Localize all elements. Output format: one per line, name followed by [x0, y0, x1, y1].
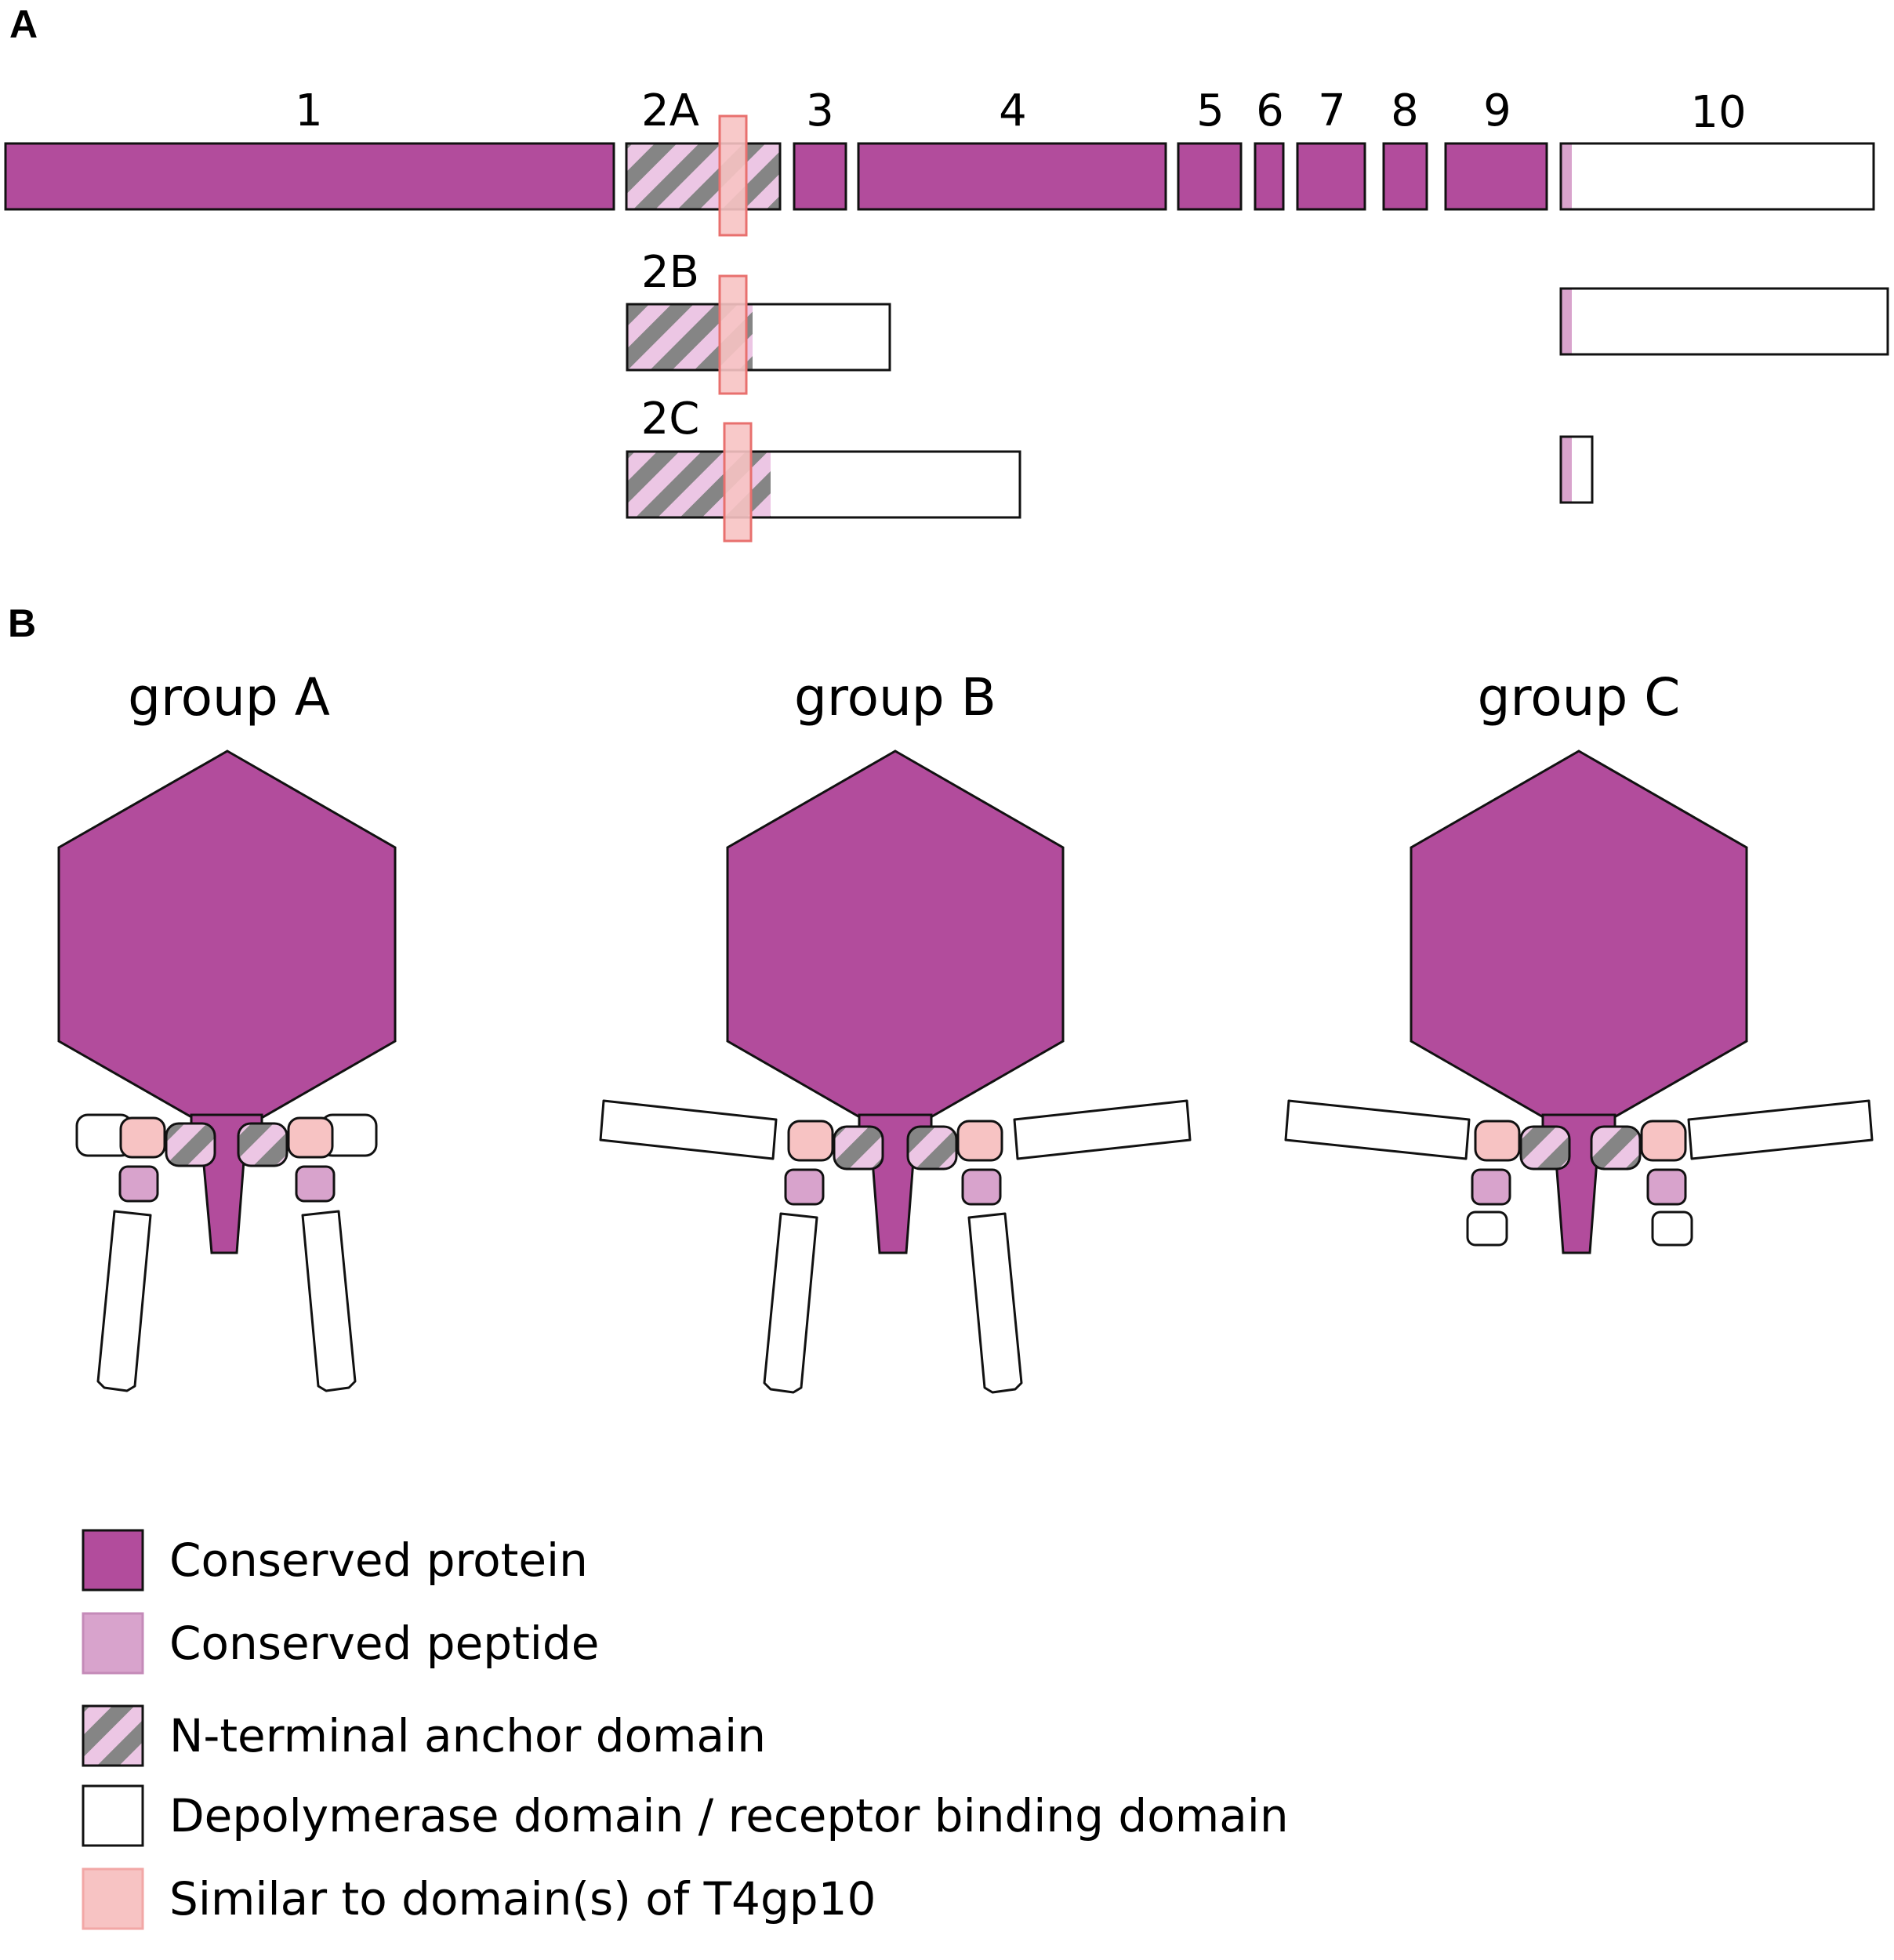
- group-c-left-t4gp10: [1474, 1120, 1521, 1162]
- gene-5-box: [1177, 142, 1243, 211]
- gene-10c-box: [1559, 435, 1594, 504]
- gene-3-label: 3: [806, 85, 834, 136]
- legend-anchor-swatch: [82, 1704, 144, 1767]
- gene-10-peptide: [1561, 143, 1572, 209]
- group-a-title: group A: [128, 667, 330, 728]
- group-b-left-fiber: [763, 1212, 818, 1394]
- gene-7-box: [1296, 142, 1366, 211]
- group-a-right-anchor: [237, 1122, 288, 1167]
- gene-2b-t4gp10-region: [718, 274, 748, 395]
- gene-4-box: [857, 142, 1167, 211]
- group-c-title: group C: [1478, 667, 1681, 728]
- legend-anchor-label: N-terminal anchor domain: [169, 1709, 766, 1762]
- gene-4-label: 4: [999, 85, 1027, 136]
- group-a-left-fiber: [96, 1210, 152, 1392]
- gene-2a-t4gp10-region: [718, 114, 748, 237]
- group-b-right-anchor: [906, 1125, 958, 1171]
- group-a-left-peptide: [118, 1165, 159, 1203]
- group-c-right-t4gp10: [1640, 1120, 1687, 1162]
- gene-2a-box: [626, 143, 780, 209]
- gene-1-label: 1: [295, 85, 323, 136]
- group-b-capsid: [726, 750, 1065, 1139]
- gene-8-box: [1382, 142, 1428, 211]
- group-b-phage: [599, 750, 1192, 1394]
- group-c-capsid: [1410, 750, 1748, 1139]
- group-b-left-anchor: [833, 1125, 884, 1171]
- gene-10b-box: [1559, 287, 1889, 356]
- gene-6-label: 6: [1256, 85, 1284, 136]
- group-b-left-t4gp10: [787, 1120, 834, 1162]
- group-b-left-rbd: [599, 1099, 778, 1160]
- legend-conserved-peptide-label: Conserved peptide: [169, 1617, 599, 1670]
- group-b-right-peptide: [961, 1168, 1002, 1206]
- gene-10-box: [1559, 142, 1875, 211]
- legend-conserved-peptide-swatch: [82, 1612, 144, 1675]
- group-a-left-anchor: [165, 1122, 216, 1167]
- legend-conserved-protein-swatch: [82, 1529, 144, 1592]
- group-c-right-rbd: [1687, 1099, 1874, 1160]
- panel-b-label: B: [8, 601, 36, 645]
- group-b-right-fiber: [967, 1212, 1023, 1394]
- group-c-right-anchor: [1590, 1125, 1642, 1171]
- group-c-left-anchor: [1519, 1125, 1571, 1171]
- group-c-left-rbd: [1284, 1099, 1471, 1160]
- panel-a-label: A: [9, 2, 38, 46]
- group-b-left-peptide: [784, 1168, 825, 1206]
- group-c-left-peptide: [1471, 1168, 1511, 1206]
- gene-6-box: [1254, 142, 1285, 211]
- group-c-right-fiber: [1651, 1210, 1693, 1247]
- group-a-right-t4gp10: [287, 1116, 334, 1159]
- gene-2b-outline: [626, 303, 891, 372]
- gene-2c-label: 2C: [641, 394, 700, 445]
- group-c-left-fiber: [1466, 1210, 1508, 1247]
- gene-1-box: [4, 142, 615, 211]
- gene-10c-peptide: [1561, 437, 1572, 503]
- group-a-phage: [57, 750, 397, 1392]
- gene-2c-t4gp10-region: [723, 422, 753, 543]
- gene-7-label: 7: [1318, 85, 1346, 136]
- group-a-right-fiber: [301, 1210, 357, 1392]
- group-c-right-peptide: [1646, 1168, 1687, 1206]
- group-a-left-t4gp10: [119, 1116, 166, 1159]
- legend: Conserved protein Conserved peptide N-te…: [82, 1529, 1289, 1930]
- gene-10b-peptide: [1561, 289, 1572, 354]
- legend-t4gp10-swatch: [82, 1867, 144, 1930]
- group-a-capsid: [57, 750, 397, 1139]
- gene-2a-label: 2A: [641, 85, 699, 136]
- gene-3-box: [793, 142, 847, 211]
- group-b-title: group B: [794, 667, 996, 728]
- legend-depolymerase-swatch: [82, 1784, 144, 1847]
- group-b-right-rbd: [1013, 1099, 1192, 1160]
- gene-2a-outline: [625, 142, 782, 211]
- gene-2b-label: 2B: [641, 247, 699, 298]
- group-a-right-peptide: [295, 1165, 336, 1203]
- gene-9-box: [1444, 142, 1548, 211]
- group-c-phage: [1284, 750, 1874, 1254]
- gene-5-label: 5: [1196, 85, 1225, 136]
- gene-8-label: 8: [1391, 85, 1419, 136]
- gene-10-label: 10: [1690, 87, 1746, 138]
- group-b-right-t4gp10: [956, 1120, 1003, 1162]
- legend-conserved-protein-label: Conserved protein: [169, 1534, 588, 1587]
- gene-2c-outline: [626, 450, 1021, 519]
- gene-9-label: 9: [1483, 85, 1511, 136]
- legend-t4gp10-label: Similar to domain(s) of T4gp10: [169, 1872, 876, 1926]
- legend-depolymerase-label: Depolymerase domain / receptor binding d…: [169, 1789, 1289, 1842]
